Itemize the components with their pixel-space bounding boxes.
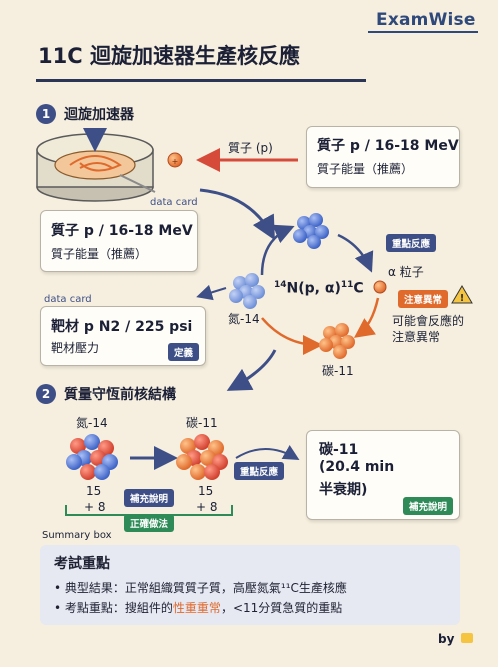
carbon-11-nucleus-icon — [319, 323, 355, 359]
proton-particle-icon — [167, 152, 183, 168]
c11-card-line1: 碳-11 — [319, 442, 359, 458]
reaction-equation: 14N(p, α)11C — [274, 280, 364, 297]
c11-card-line2: (20.4 min — [319, 459, 395, 475]
card-top-main: 質子 p / 16-18 MeV — [317, 138, 459, 154]
reaction-product: C — [353, 280, 364, 297]
section2-carbon-icon — [176, 434, 228, 480]
section2-nitrogen-icon — [66, 434, 118, 480]
summary-bullet-2: • 考點重點：搜組件的性重重常，<11分質急質的重點 — [54, 599, 342, 616]
alpha-particle-label: α 粒子 — [388, 265, 424, 279]
section-1-title: 迴旋加速器 — [64, 107, 134, 123]
by-label: by — [438, 632, 473, 646]
cyclotron-icon — [36, 128, 156, 202]
s2-nitrogen-label: 氮-14 — [76, 416, 108, 430]
cycle-arrow-right — [337, 233, 374, 273]
card-left1-sub: 質子能量（推薦） — [51, 247, 148, 261]
data-card-label-1: data card — [150, 197, 198, 208]
bullet-dot-2: • — [54, 601, 65, 615]
svg-text:+: + — [172, 157, 179, 166]
s2-carbon-label: 碳-11 — [186, 416, 218, 430]
summary-box: 考試重點 • 典型結果：正常組織質質子質，高壓氮氣¹¹C生產核應 • 考點重點：… — [40, 545, 460, 625]
svg-text:!: ! — [460, 293, 465, 304]
card-top-sub: 質子能量（推薦） — [317, 162, 414, 176]
reaction-n-mass: 14 — [274, 280, 287, 290]
alpha-particle-icon — [373, 280, 387, 294]
summary-b2-post: ，<11分質急質的重點 — [220, 601, 343, 615]
s2-c-protons: 15 — [198, 484, 214, 498]
correct-method-tag: 正確做法 — [124, 514, 175, 532]
nitrogen-14-nucleus-icon — [229, 273, 265, 309]
summary-bullet-1: • 典型結果：正常組織質質子質，高壓氮氣¹¹C生產核應 — [54, 579, 347, 596]
summary-b2-pre: 考點重點：搜組件的 — [64, 601, 173, 615]
brand-logo: ExamWise — [376, 10, 476, 30]
cycle-arrow-up — [260, 224, 295, 276]
section-1-number: 1 — [36, 104, 56, 124]
summary-title: 考試重點 — [54, 556, 110, 572]
c11-card-line3: 半衰期) — [319, 482, 368, 498]
card-left1-main: 質子 p / 16-18 MeV — [51, 223, 193, 239]
section-2-number: 2 — [36, 384, 56, 404]
proton-label: 質子 (p) — [228, 141, 273, 155]
proton-energy-card-top: 質子 p / 16-18 MeV 質子能量（推薦） — [306, 126, 460, 188]
by-text: by — [438, 632, 455, 646]
caution-tag: 注意異常 — [398, 290, 449, 308]
nucleus-top-icon — [293, 213, 329, 249]
flow-arrow-2 — [226, 349, 277, 391]
card-left2-main: 靶材 p N2 / 225 psi — [51, 319, 193, 335]
cycle-arrow-down — [261, 317, 323, 355]
reaction-body: N(p, α) — [286, 280, 341, 297]
summary-b1-text: 典型結果：正常組織質質子質，高壓氮氣¹¹C生產核應 — [64, 581, 347, 595]
flow-arrow-1 — [199, 188, 275, 241]
brand-underline — [368, 31, 478, 33]
card-left2-sub: 靶材壓力 — [51, 341, 100, 355]
section-2-title: 質量守恆前核結構 — [64, 387, 176, 403]
cycle-arrow-alpha — [353, 297, 380, 338]
caution-text-2: 注意異常 — [392, 330, 441, 344]
reaction-c-mass: 11 — [340, 280, 354, 290]
bullet-dot-1: • — [54, 581, 65, 595]
data-card-label-2: data card — [44, 294, 92, 305]
title-underline — [36, 79, 366, 82]
warning-icon: ! — [451, 285, 473, 304]
arrow-to-target-card — [196, 284, 227, 301]
author-logo-icon — [460, 633, 473, 643]
summary-b2-highlight: 性重重常 — [172, 601, 221, 615]
supplement-tag: 補充說明 — [124, 489, 175, 507]
s2-n-neutrons: + 8 — [84, 500, 106, 514]
s2-c-neutrons: + 8 — [196, 500, 218, 514]
s2-key-reaction-tag: 重點反應 — [234, 462, 285, 480]
carbon-11-label: 碳-11 — [322, 364, 354, 378]
carbon-11-halflife-card: 碳-11 (20.4 min 半衰期) 補充說明 — [306, 430, 460, 520]
definition-tag: 定義 — [167, 343, 199, 361]
proton-energy-card-left: 質子 p / 16-18 MeV 質子能量（推薦） — [40, 210, 198, 272]
nitrogen-14-label: 氮-14 — [228, 312, 260, 326]
summary-box-label: Summary box — [42, 530, 112, 541]
page-title: 11C 迴旋加速器生產核反應 — [38, 44, 300, 68]
caution-text-1: 可能會反應的 — [392, 314, 465, 328]
arrow-to-c11-card — [235, 445, 300, 461]
s2-n-protons: 15 — [86, 484, 102, 498]
c11-supplement-tag: 補充說明 — [402, 497, 453, 515]
key-reaction-tag: 重點反應 — [386, 234, 437, 252]
target-pressure-card: 靶材 p N2 / 225 psi 靶材壓力 定義 — [40, 306, 206, 366]
